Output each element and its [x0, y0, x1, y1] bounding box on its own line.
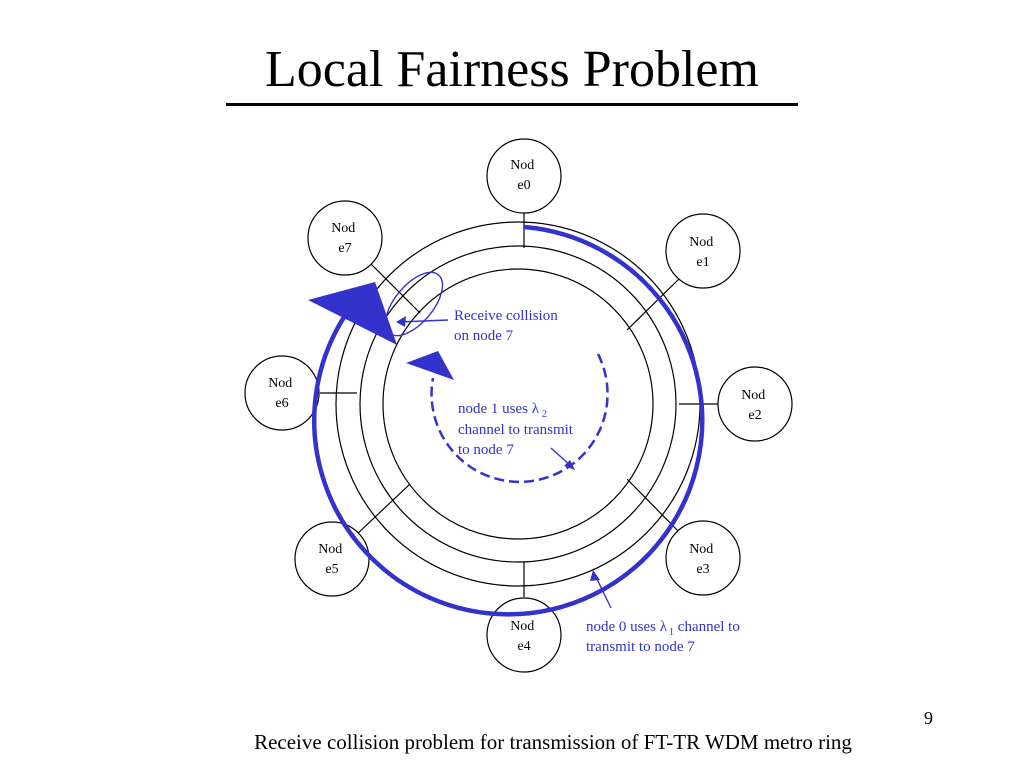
node-3-circle [665, 520, 741, 596]
node-4-label: Nod e4 [510, 619, 538, 654]
lambda2-arrowhead [406, 351, 454, 380]
middle-ring [359, 245, 677, 563]
collision-pointer-line [398, 319, 449, 323]
inner-ring [382, 268, 654, 540]
node-0-circle [486, 138, 562, 214]
node-7-label: Nod e7 [331, 221, 359, 256]
node-6-label: Nod e6 [268, 376, 296, 411]
connector-node1 [626, 275, 683, 331]
lambda1-arrowhead [308, 282, 397, 345]
node-2-label: Nod e2 [741, 388, 769, 423]
node-5-circle [294, 521, 370, 597]
collision-pointer-head [396, 316, 406, 327]
node-0-label: Nod e0 [510, 158, 538, 193]
node-2-circle [717, 366, 793, 442]
lambda2-path-arc [430, 353, 609, 484]
lambda1-path-arc [312, 224, 705, 617]
node1-note-pointer-head [564, 460, 575, 470]
node0-note-pointer-line [594, 574, 612, 609]
node-1-circle [665, 213, 741, 289]
collision-note: Receive collision on node 7 [454, 308, 561, 344]
node-1-label: Nod e1 [689, 235, 717, 270]
node0-note-pointer-head [590, 570, 600, 581]
title-underline [226, 103, 798, 106]
collision-ellipse [384, 271, 444, 337]
node-3-label: Nod e3 [689, 542, 717, 577]
node-5-label: Nod e5 [318, 542, 346, 577]
slide-title: Local Fairness Problem [265, 41, 759, 98]
node-6-circle [244, 355, 320, 431]
slide-caption: Receive collision problem for transmissi… [254, 730, 852, 754]
connector-node5 [355, 483, 411, 536]
node-7-circle [307, 200, 383, 276]
page-number: 9 [924, 708, 933, 728]
connector-node7 [369, 262, 421, 314]
